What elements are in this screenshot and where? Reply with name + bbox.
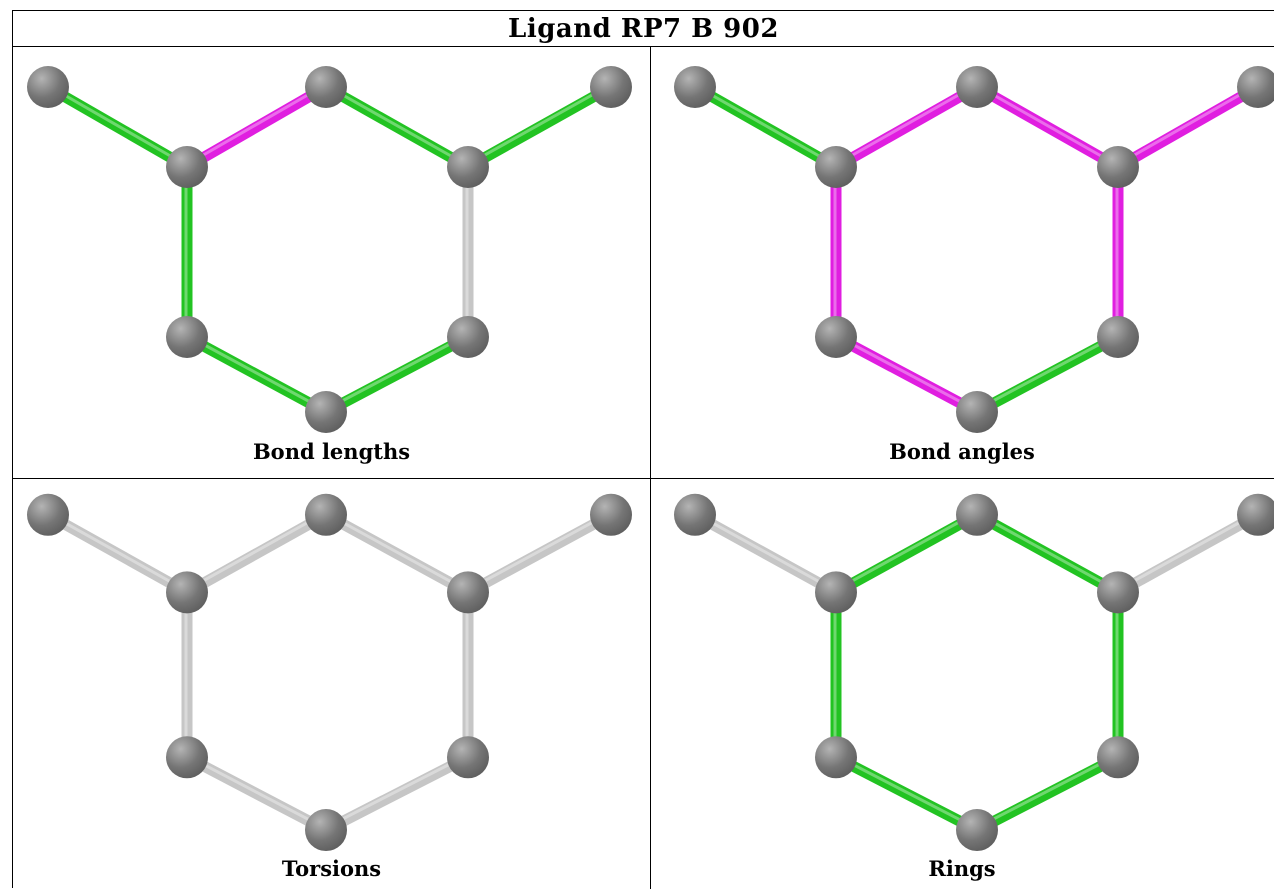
bond-ring-upper-left-ring-top bbox=[830, 81, 983, 173]
bond-highlight bbox=[184, 511, 327, 592]
bond-ring-upper-right-methyl-right bbox=[1112, 509, 1264, 598]
bond-highlight bbox=[323, 333, 469, 412]
bond-ring-lower-left-ring-bottom bbox=[181, 331, 332, 418]
atom-ring-upper-left bbox=[815, 146, 857, 188]
bond-ring-top-ring-upper-right bbox=[971, 509, 1124, 598]
bond-ring-bottom-ring-lower-right bbox=[971, 331, 1124, 418]
atom-ring-lower-right bbox=[447, 736, 489, 779]
atom-ring-bottom bbox=[305, 391, 347, 433]
bond-highlight bbox=[184, 83, 327, 167]
atom-methyl-right bbox=[590, 66, 632, 108]
atom-ring-bottom bbox=[956, 391, 998, 433]
atom-methyl-right bbox=[590, 493, 632, 536]
bond-highlight bbox=[692, 511, 837, 592]
bond-methyl-left-ring-upper-left bbox=[42, 509, 193, 598]
atom-ring-lower-right bbox=[1097, 316, 1139, 358]
panel-bond-angles: Bond angles bbox=[650, 47, 1274, 479]
bond-ring-bottom-ring-lower-right bbox=[971, 751, 1124, 836]
bond-ring-upper-right-methyl-right bbox=[462, 81, 617, 173]
panel-rings: Rings bbox=[650, 478, 1274, 889]
atom-ring-upper-left bbox=[815, 571, 857, 614]
molecule-diagram-torsions bbox=[27, 493, 632, 852]
atom-ring-lower-right bbox=[447, 316, 489, 358]
caption-bond-angles: Bond angles bbox=[889, 439, 1035, 464]
bond-ring-upper-right-methyl-right bbox=[462, 509, 617, 598]
bond-ring-upper-right-methyl-right bbox=[1112, 81, 1264, 173]
bond-ring-lower-left-ring-bottom bbox=[830, 331, 983, 418]
bond-ring-upper-left-ring-top bbox=[181, 81, 332, 173]
bond-highlight bbox=[184, 333, 327, 412]
ligand-title: Ligand RP7 B 902 bbox=[508, 13, 779, 44]
atom-ring-upper-left bbox=[166, 146, 208, 188]
bond-ring-bottom-ring-lower-right bbox=[320, 751, 474, 836]
bond-ring-lower-left-ring-bottom bbox=[181, 751, 332, 836]
atom-ring-top bbox=[305, 66, 347, 108]
atom-ring-top bbox=[956, 493, 998, 536]
bond-highlight bbox=[974, 511, 1119, 592]
caption-bond-lengths: Bond lengths bbox=[252, 439, 411, 464]
bond-highlight bbox=[692, 83, 837, 167]
atom-ring-bottom bbox=[305, 809, 347, 852]
bond-highlight bbox=[974, 333, 1119, 412]
bond-ring-lower-left-ring-bottom bbox=[830, 751, 983, 836]
bond-highlight bbox=[465, 83, 612, 167]
bond-ring-top-ring-upper-right bbox=[320, 509, 474, 598]
bond-highlight bbox=[45, 511, 188, 592]
bond-highlight bbox=[45, 83, 188, 167]
bond-highlight bbox=[323, 753, 469, 830]
bond-highlight bbox=[184, 753, 327, 830]
atom-ring-lower-left bbox=[815, 736, 857, 779]
bond-highlight bbox=[1115, 83, 1259, 167]
bond-highlight bbox=[323, 83, 469, 167]
bond-methyl-left-ring-upper-left bbox=[42, 81, 193, 173]
caption-torsions: Torsions bbox=[281, 856, 382, 881]
panel-bond-lengths: Bond lengths bbox=[13, 47, 651, 479]
molecule-diagram-rings bbox=[674, 493, 1274, 852]
bond-highlight bbox=[974, 753, 1119, 830]
molecule-diagram-bond-angles bbox=[674, 66, 1274, 433]
atom-ring-upper-right bbox=[447, 571, 489, 614]
bond-highlight bbox=[833, 753, 978, 830]
atom-ring-lower-left bbox=[815, 316, 857, 358]
bond-highlight bbox=[833, 333, 978, 412]
atom-ring-upper-right bbox=[1097, 146, 1139, 188]
molecule-diagram-bond-lengths bbox=[27, 66, 632, 433]
atom-ring-upper-right bbox=[1097, 571, 1139, 614]
bond-methyl-left-ring-upper-left bbox=[689, 509, 842, 598]
atom-ring-lower-left bbox=[166, 736, 208, 779]
table-title-row: Ligand RP7 B 902 bbox=[13, 11, 1274, 47]
atom-ring-lower-right bbox=[1097, 736, 1139, 779]
atom-methyl-right bbox=[1237, 493, 1274, 536]
panel-torsions: Torsions bbox=[13, 478, 651, 889]
atom-methyl-left bbox=[27, 66, 69, 108]
bond-ring-top-ring-upper-right bbox=[971, 81, 1124, 173]
atom-ring-top bbox=[956, 66, 998, 108]
bond-highlight bbox=[1115, 511, 1259, 592]
atom-methyl-left bbox=[27, 493, 69, 536]
bond-highlight bbox=[974, 83, 1119, 167]
bond-highlight bbox=[323, 511, 469, 592]
atom-methyl-left bbox=[674, 66, 716, 108]
atom-ring-top bbox=[305, 493, 347, 536]
bond-highlight bbox=[833, 83, 978, 167]
atom-ring-upper-right bbox=[447, 146, 489, 188]
caption-rings: Rings bbox=[928, 856, 996, 881]
atom-ring-lower-left bbox=[166, 316, 208, 358]
atom-ring-bottom bbox=[956, 809, 998, 852]
atom-ring-upper-left bbox=[166, 571, 208, 614]
bond-highlight bbox=[833, 511, 978, 592]
bond-ring-top-ring-upper-right bbox=[320, 81, 474, 173]
bond-methyl-left-ring-upper-left bbox=[689, 81, 842, 173]
bond-ring-bottom-ring-lower-right bbox=[320, 331, 474, 418]
bond-highlight bbox=[465, 511, 612, 592]
atom-methyl-left bbox=[674, 493, 716, 536]
bond-ring-upper-left-ring-top bbox=[181, 509, 332, 598]
validation-table: Ligand RP7 B 902 Bond lengths Bond angle… bbox=[12, 10, 1274, 889]
bond-ring-upper-left-ring-top bbox=[830, 509, 983, 598]
atom-methyl-right bbox=[1237, 66, 1274, 108]
